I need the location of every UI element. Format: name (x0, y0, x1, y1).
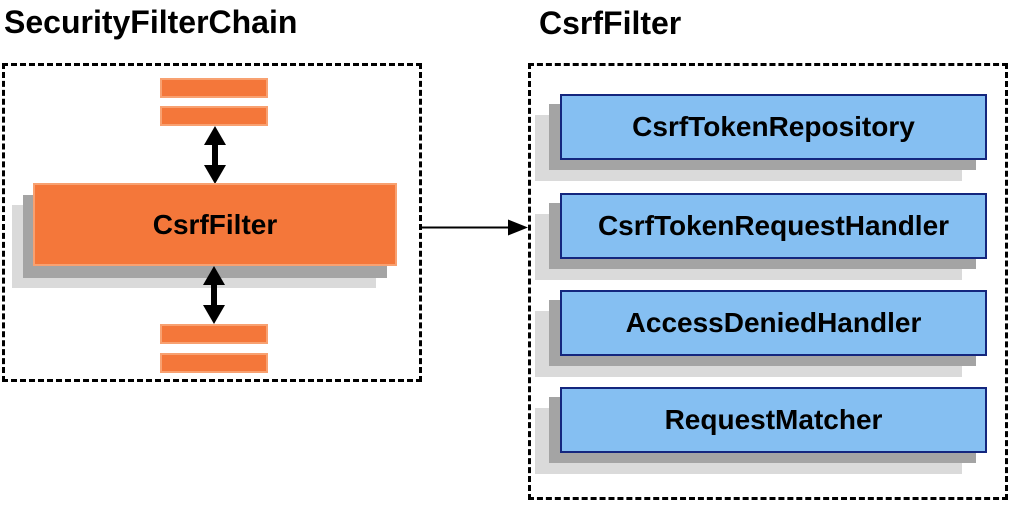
filter-bar (160, 324, 268, 344)
filter-bar (160, 78, 268, 98)
filter-bar (160, 353, 268, 373)
right-arrow-icon (422, 219, 528, 236)
component-label: AccessDeniedHandler (625, 307, 922, 338)
component-access-denied-handler: AccessDeniedHandler (560, 290, 987, 356)
component-label: CsrfTokenRequestHandler (597, 210, 950, 241)
up-down-arrow-icon (203, 266, 225, 324)
component-request-matcher: RequestMatcher (560, 387, 987, 453)
csrf-filter-box-label: CsrfFilter (152, 208, 278, 240)
component-csrf-token-request-handler: CsrfTokenRequestHandler (560, 193, 987, 259)
component-label: RequestMatcher (664, 404, 883, 435)
component-csrf-token-repository: CsrfTokenRepository (560, 94, 987, 160)
csrf-filter-container (528, 63, 1008, 500)
security-filter-chain-container (2, 63, 422, 382)
right-panel-title: CsrfFilter (539, 5, 682, 41)
csrf-filter-box: CsrfFilter (33, 183, 397, 266)
component-label: CsrfTokenRepository (632, 111, 915, 142)
filter-bar (160, 106, 268, 126)
up-down-arrow-icon (204, 126, 226, 184)
left-panel-title: SecurityFilterChain (4, 4, 298, 40)
